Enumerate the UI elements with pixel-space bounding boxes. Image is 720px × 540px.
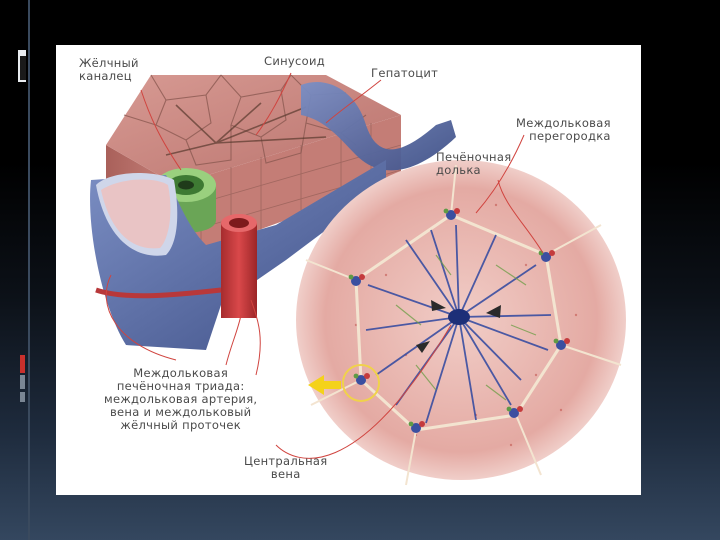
pointer-arrow-icon (308, 375, 341, 395)
interlobular-septum (354, 213, 563, 432)
leader-lines (105, 72, 544, 459)
sinusoid-vessel (301, 81, 456, 171)
label-hepatic-lobule: Печёночная долька (436, 150, 512, 177)
slide-accent-bar-gray-2 (20, 392, 25, 402)
hepatic-lobule (296, 160, 626, 486)
hepatic-artery (95, 214, 257, 318)
lobule-portal-triads (348, 208, 570, 433)
slide-accent-bar-dark (20, 56, 26, 80)
label-bile-canaliculus: Жёлчный каналец (79, 56, 139, 83)
diagram-panel: Жёлчный каналец Синусоид Гепатоцит Междо… (56, 45, 641, 495)
label-portal-triad: Междольковая печёночная триада: междольк… (104, 366, 258, 432)
label-sinusoid: Синусоид (264, 54, 326, 68)
label-hepatocyte: Гепатоцит (371, 66, 439, 80)
slide-accent-bar-red (20, 355, 25, 373)
highlighted-triad-ring (342, 364, 380, 402)
slide-divider-line (28, 0, 30, 540)
label-central-vein: Центральная вена (244, 454, 328, 481)
central-vein (448, 309, 470, 325)
label-interlobular-septum: Междольковая перегородка (516, 116, 611, 143)
liver-lobule-illustration (90, 72, 626, 486)
slide-accent-bar-gray (20, 375, 25, 389)
